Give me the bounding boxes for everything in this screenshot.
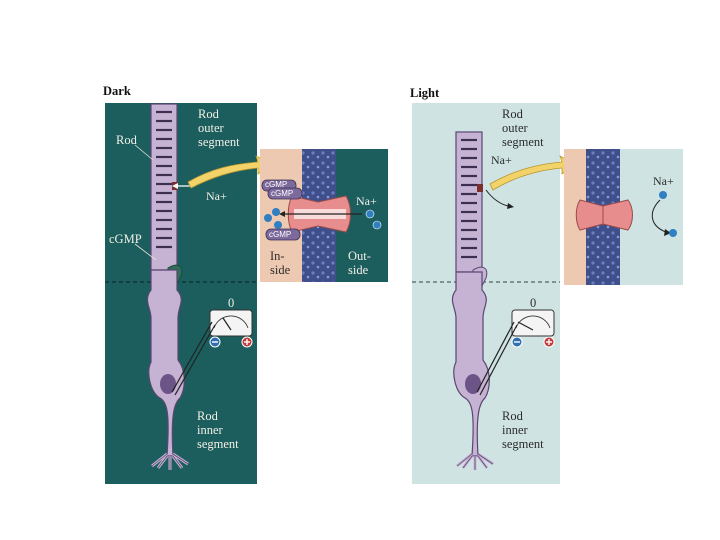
na-ion [659, 191, 667, 199]
dark-nucleus [160, 374, 176, 394]
light-outer-segment-label: Rod outer segment [502, 107, 544, 149]
dark-outer-segment-label: Rod outer segment [198, 107, 240, 149]
light-inset-na-label: Na+ [653, 174, 674, 188]
outside-label: Out- side [348, 249, 371, 277]
light-inner-segment-label: Rod inner segment [502, 409, 544, 451]
dark-voltmeter [209, 309, 253, 348]
light-panel [412, 103, 577, 484]
dark-inner-segment-label: Rod inner segment [197, 409, 239, 451]
dark-meter-needle [222, 317, 232, 331]
cgmp-chip-1-label: cGMP [265, 180, 288, 189]
dark-na-label: Na+ [206, 189, 227, 203]
light-meter-zero: 0 [530, 296, 537, 310]
light-voltmeter [511, 309, 555, 348]
dark-rod-cell [146, 103, 195, 470]
na-ion [274, 221, 282, 229]
light-electrode [476, 321, 518, 396]
light-disc-stack [461, 138, 477, 259]
rod-label-pointer [134, 144, 154, 161]
light-channel-marker [477, 184, 483, 192]
dark-panel-title: Dark [103, 84, 131, 98]
light-inset-closed-channel [575, 199, 633, 231]
light-rod-cell [451, 131, 514, 470]
dark-inset [260, 149, 388, 282]
light-blocked-arrow [485, 189, 509, 207]
dark-disc-stack [156, 110, 172, 249]
light-na-label: Na+ [491, 153, 512, 167]
light-inset [564, 149, 683, 285]
dark-inset-na-label: Na+ [356, 194, 377, 208]
inside-label: In- side [270, 249, 291, 277]
na-ion [372, 220, 382, 230]
light-panel-title: Light [410, 86, 440, 100]
cgmp-chip-3 [265, 228, 301, 241]
na-ion [264, 214, 272, 222]
light-inset-deflect-arrow [651, 199, 667, 233]
cgmp-chip-3-label: cGMP [269, 230, 292, 239]
dark-panel [105, 103, 273, 484]
cgmp-chip-2-label: cGMP [271, 189, 294, 198]
dark-cgmp-label: cGMP [109, 232, 142, 246]
dark-electrode [171, 321, 216, 396]
light-meter-needle [517, 321, 534, 331]
cgmp-label-pointer [134, 243, 157, 261]
dark-meter-zero: 0 [228, 296, 235, 310]
cgmp-chip-2 [267, 187, 303, 200]
light-nucleus [465, 374, 481, 394]
na-ion [272, 208, 280, 216]
na-ion [365, 209, 375, 219]
na-ion [669, 229, 677, 237]
dark-rod-label: Rod [116, 133, 137, 147]
